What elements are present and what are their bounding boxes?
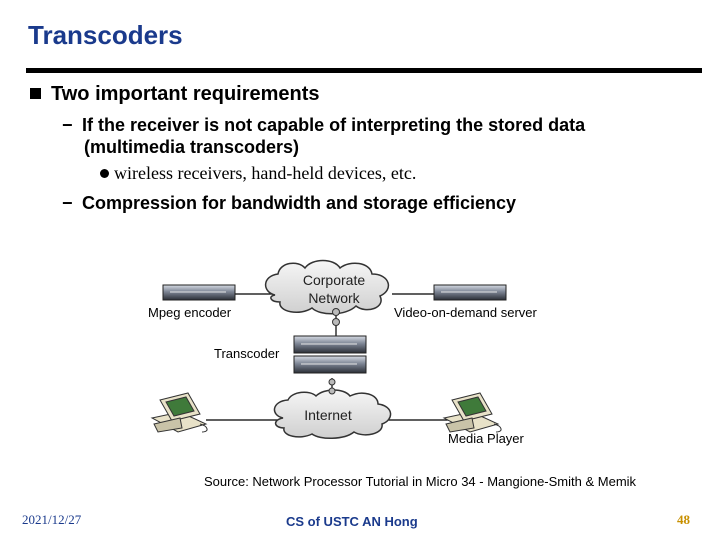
corporate-network-label: Corporate Network <box>284 271 384 307</box>
computer-icon <box>442 392 502 433</box>
media-player-label: Media Player <box>448 431 524 446</box>
vod-server-label: Video-on-demand server <box>394 305 537 320</box>
page-number: 48 <box>677 512 690 527</box>
bullet-level1: Two important requirements <box>30 83 320 106</box>
footer-center-text: CS of USTC AN Hong <box>286 514 418 529</box>
bullet-text: Two important requirements <box>51 83 320 105</box>
corporate-network-line1: Corporate <box>302 272 366 288</box>
sub-bullet-1: −If the receiver is not capable of inter… <box>62 115 585 136</box>
title-divider <box>26 68 702 73</box>
computer-icon <box>150 392 208 433</box>
footer-date: 2021/12/27 <box>22 512 82 527</box>
sub-bullet-1-line2: (multimedia transcoders) <box>84 137 300 157</box>
internet-label: Internet <box>304 407 352 423</box>
server-icon <box>293 335 367 374</box>
cloud-icon <box>264 259 390 315</box>
sub-sub-bullet-text: wireless receivers, hand-held devices, e… <box>114 163 417 183</box>
sub-bullet-1-line1: If the receiver is not capable of interp… <box>82 115 586 135</box>
corporate-network-line2: Network <box>308 290 360 306</box>
server-icon <box>433 284 507 301</box>
round-bullet-icon <box>100 169 109 178</box>
dash-bullet-icon: − <box>62 115 73 135</box>
transcoder-label: Transcoder <box>214 346 280 361</box>
mpeg-encoder-label: Mpeg encoder <box>148 305 232 320</box>
dash-bullet-icon: − <box>62 193 73 213</box>
sub-bullet-2-text: Compression for bandwidth and storage ef… <box>82 193 517 213</box>
slide-title: Transcoders <box>28 20 183 50</box>
server-icon <box>162 284 236 301</box>
sub-sub-bullet: wireless receivers, hand-held devices, e… <box>100 163 416 184</box>
sub-bullet-2: −Compression for bandwidth and storage e… <box>62 193 516 214</box>
square-bullet-icon <box>30 88 41 99</box>
source-caption: Source: Network Processor Tutorial in Mi… <box>204 474 637 489</box>
connector-icon <box>328 308 340 395</box>
cloud-icon <box>273 389 392 439</box>
